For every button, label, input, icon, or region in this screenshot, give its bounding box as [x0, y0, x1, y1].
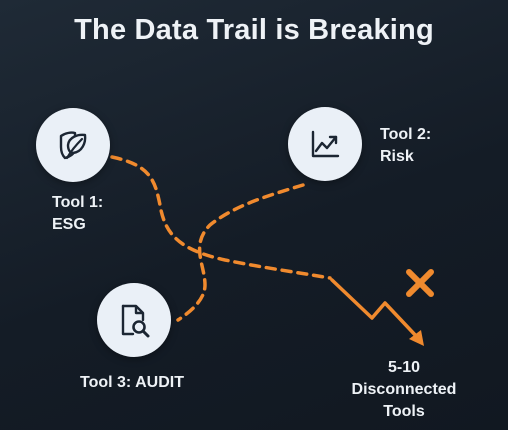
broken-arrow-line	[330, 278, 420, 340]
tool2-label-line1: Tool 2:	[380, 126, 432, 143]
tool1-label: Tool 1: ESG	[52, 192, 103, 236]
tool1-label-line1: Tool 1:	[52, 194, 104, 211]
result-label-line3: Tools	[383, 403, 425, 420]
trail-tool2	[176, 183, 305, 322]
result-label-line1: 5-10	[387, 359, 421, 376]
trend-chart-icon	[311, 130, 340, 158]
tool3-node[interactable]	[97, 283, 171, 357]
page-title: The Data Trail is Breaking	[74, 14, 434, 46]
result-label: 5-10 Disconnected Tools	[340, 357, 468, 423]
tool1-label-line2: ESG	[52, 216, 86, 233]
arrow-down-right-icon	[409, 330, 424, 346]
tool3-label-line1: Tool 3: AUDIT	[80, 374, 184, 391]
result-label-line2: Disconnected	[351, 381, 457, 398]
tool2-node[interactable]	[288, 107, 362, 181]
trail-tool1	[110, 155, 332, 280]
tool1-node[interactable]	[36, 108, 110, 182]
x-mark-icon	[406, 269, 434, 297]
document-search-icon	[121, 304, 150, 338]
tool2-label: Tool 2: Risk	[380, 124, 431, 168]
tool2-label-line2: Risk	[380, 148, 414, 165]
tool3-label: Tool 3: AUDIT	[80, 372, 184, 394]
leaf-shield-icon	[59, 131, 87, 160]
